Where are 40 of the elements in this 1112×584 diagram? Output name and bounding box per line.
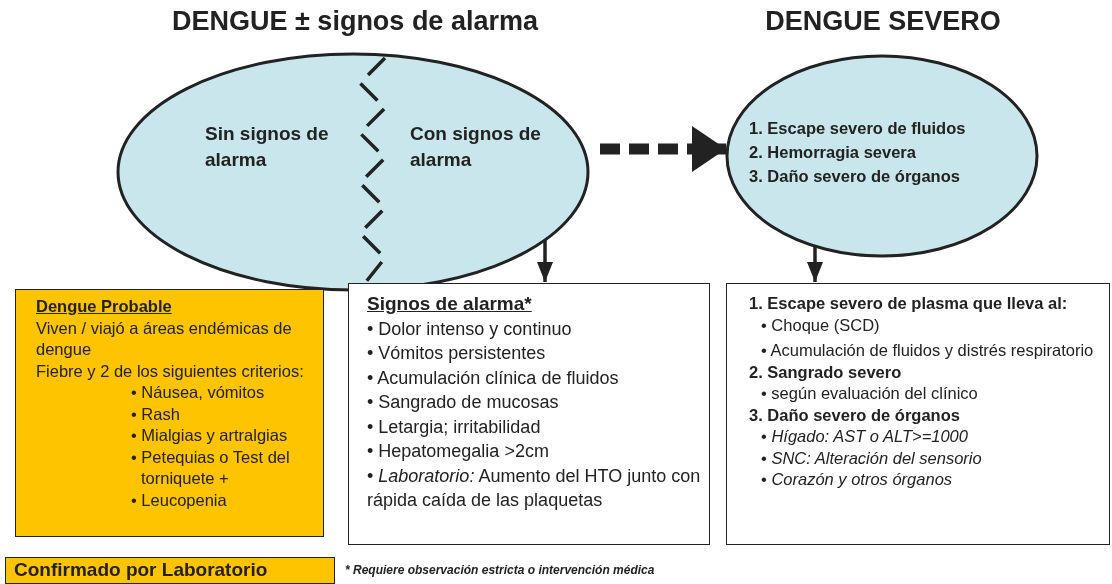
category-text: Con signos de alarma [410,122,542,172]
list-item: • Petequias o Test del torniquete + [130,446,291,489]
list-item: • Choque (SCD) [760,314,881,336]
list-item: • Náusea, vómitos [130,382,266,403]
category-text: Sin signos de alarma [205,122,330,172]
criteria-panel [726,283,1110,545]
numbered-heading: 1. Escape severo de plasma que lleva al: [749,293,1069,314]
list-item: 3. Daño severo de órganos [749,167,960,186]
list-item: • según evaluación del clínico [760,383,979,404]
arrow [537,239,553,282]
heading: DENGUE ± signos de alarma [171,6,540,37]
footnote: * Requiere observación estricta o intervención médica [345,563,655,577]
list-item: • Corazón y otros órganos [760,469,954,490]
list-item: • Hígado: AST o ALT>=1000 [760,426,969,447]
body-text: Viven / viajó a áreas endémicas de dengue [36,317,293,360]
section-heading: Dengue Probable [36,296,172,317]
heading: DENGUE SEVERO [764,6,1002,37]
list-item: • Leucopenia [130,489,228,511]
list-item: • Laboratorio: Aumento del HTO junto con rápida caída de las plaquetas [367,464,702,512]
numbered-heading: 2. Sangrado severo [749,361,903,383]
arrow [807,247,823,282]
list-item: • Acumulación clínica de fluidos [367,366,620,390]
confirmation-banner: Confirmado por Laboratorio [5,557,335,584]
list-item: • Acumulación de fluidos y distrés respiratorio [760,340,1095,361]
list-item: • Rash [130,403,181,425]
list-item: • Vómitos persistentes [367,342,547,365]
list-item: • Letargia; irritabilidad [367,415,542,439]
body-text: Fiebre y 2 de los siguientes criterios: [36,360,305,382]
list-item: • SNC: Alteración del sensorio [760,447,983,469]
list-item: 1. Escape severo de fluidos [749,119,966,138]
list-item: • Sangrado de mucosas [367,391,560,414]
list-item: 2. Hemorragia severa [749,143,916,162]
criteria-panel [15,289,324,537]
arrow [600,126,726,172]
criteria-panel [348,283,710,545]
list-item: • Dolor intenso y continuo [367,317,573,341]
numbered-heading: 3. Daño severo de órganos [749,404,961,426]
section-heading: Signos de alarma* [367,292,532,316]
list-item: • Mialgias y artralgias [130,425,289,446]
list-item: • Hepatomegalia >2cm [367,440,550,463]
